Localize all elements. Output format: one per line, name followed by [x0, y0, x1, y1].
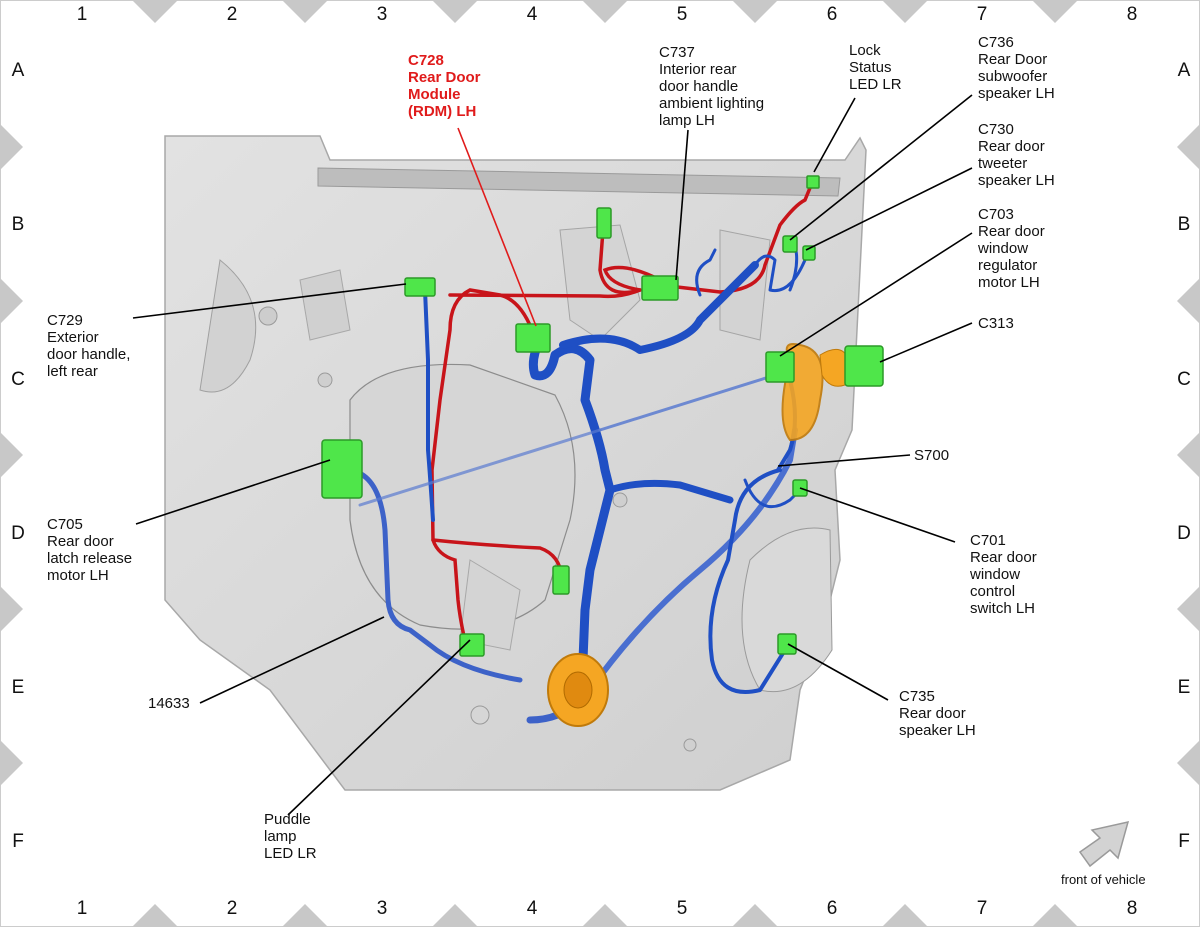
- connector-c736: [782, 235, 798, 253]
- connector-mid: [552, 565, 570, 595]
- grid-col-top-2: 2: [226, 4, 238, 25]
- connector-c728: [515, 323, 551, 353]
- connector-puddle: [459, 633, 485, 657]
- grid-col-bottom-4: 4: [526, 898, 538, 919]
- grid-col-bottom-1: 1: [76, 898, 88, 919]
- connector-c313: [844, 345, 884, 387]
- label-c313: C313: [978, 315, 1014, 332]
- grid-row-right-f: F: [1178, 831, 1190, 852]
- red-harness: [430, 181, 814, 647]
- grid-col-bottom-7: 7: [976, 898, 988, 919]
- connector-c703: [765, 351, 795, 383]
- grid-row-left-e: E: [11, 677, 25, 698]
- grid-col-bottom-2: 2: [226, 898, 238, 919]
- grid-col-top-1: 1: [76, 4, 88, 25]
- connector-lock-status: [806, 175, 820, 189]
- connector-upper: [596, 207, 612, 239]
- grid-col-top-4: 4: [526, 4, 538, 25]
- grid-col-top-3: 3: [376, 4, 388, 25]
- connector-c735: [777, 633, 797, 655]
- grid-row-left-b: B: [11, 214, 25, 235]
- connector-c737: [641, 275, 679, 301]
- door-panel: [164, 135, 867, 791]
- grid-col-bottom-3: 3: [376, 898, 388, 919]
- grid-row-left-f: F: [12, 831, 24, 852]
- label-s700: S700: [914, 447, 950, 464]
- grid-row-left-c: C: [11, 369, 25, 390]
- grid-col-top-7: 7: [976, 4, 988, 25]
- connectors: [321, 175, 884, 657]
- grid-row-left-d: D: [11, 523, 25, 544]
- front-arrow-icon: [1078, 820, 1130, 868]
- connector-c729: [404, 277, 436, 297]
- grid-row-right-b: B: [1177, 214, 1191, 235]
- grid-col-top-8: 8: [1126, 4, 1138, 25]
- connector-c705: [321, 439, 363, 499]
- grid-col-bottom-6: 6: [826, 898, 838, 919]
- grid-col-bottom-8: 8: [1126, 898, 1138, 919]
- leader-lines: [132, 94, 973, 816]
- grid-row-right-c: C: [1177, 369, 1191, 390]
- grid-row-left-a: A: [11, 60, 25, 81]
- label-14633: 14633: [148, 695, 190, 712]
- front-of-vehicle-label: front of vehicle: [1061, 872, 1146, 887]
- grid-col-top-5: 5: [676, 4, 688, 25]
- grid-col-bottom-5: 5: [676, 898, 688, 919]
- grid-row-right-e: E: [1177, 677, 1191, 698]
- grid-col-top-6: 6: [826, 4, 838, 25]
- grid-row-right-a: A: [1177, 60, 1191, 81]
- grid-row-right-d: D: [1177, 523, 1191, 544]
